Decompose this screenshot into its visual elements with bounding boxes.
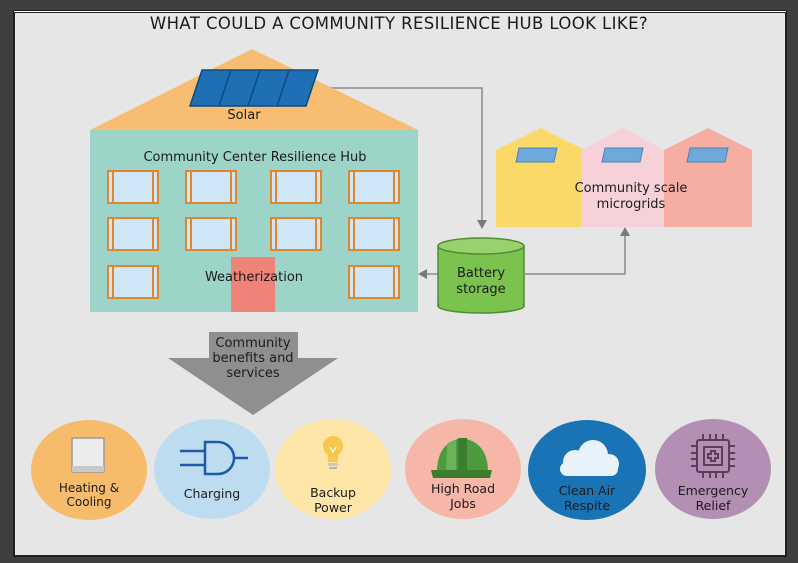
microgrid-label-line1: Community scale bbox=[574, 181, 688, 196]
hub-name-label: Community Center Resilience Hub bbox=[143, 150, 367, 165]
microgrid-label: Community scale microgrids bbox=[566, 181, 696, 213]
microgrid-houses bbox=[496, 128, 752, 227]
emergency-label-line1: Emergency bbox=[677, 483, 749, 498]
hard-hat-icon bbox=[431, 438, 492, 478]
battery-storage-icon bbox=[437, 237, 525, 314]
arrowhead-to-microgrid bbox=[620, 227, 630, 236]
clean-air-label-line2: Respite bbox=[563, 498, 611, 513]
benefits-label-line1: Community bbox=[215, 336, 291, 351]
weatherization-label: Weatherization bbox=[204, 270, 304, 285]
microgrid-label-line2: microgrids bbox=[596, 197, 666, 212]
lightbulb-icon bbox=[323, 436, 343, 469]
clean-air-label-line1: Clean Air bbox=[558, 483, 616, 498]
battery-label: Battery storage bbox=[440, 266, 522, 298]
heating-label-line2: Cooling bbox=[66, 495, 112, 509]
benefit-heating-label: Heating & Cooling bbox=[44, 481, 134, 509]
community-benefits-label: Community benefits and services bbox=[203, 336, 303, 381]
jobs-label-line1: High Road bbox=[430, 481, 496, 496]
plug-icon bbox=[180, 440, 248, 476]
battery-label-line1: Battery bbox=[456, 266, 506, 281]
benefits-label-line3: services bbox=[226, 366, 280, 381]
benefit-emergency-label: Emergency Relief bbox=[668, 483, 758, 513]
arrowhead-to-building bbox=[418, 269, 427, 279]
medical-chip-icon bbox=[691, 434, 735, 478]
battery-label-line2: storage bbox=[456, 282, 506, 297]
solar-panel-icon bbox=[188, 69, 320, 107]
backup-label-line2: Power bbox=[314, 500, 352, 515]
heating-label-line1: Heating & bbox=[58, 481, 120, 495]
solar-label: Solar bbox=[227, 108, 261, 123]
benefit-clean-air-label: Clean Air Respite bbox=[542, 483, 632, 513]
jobs-label-line2: Jobs bbox=[450, 496, 476, 511]
cloud-icon bbox=[560, 440, 619, 476]
heater-icon bbox=[71, 437, 105, 473]
benefit-backup-power-label: Backup Power bbox=[288, 485, 378, 515]
battery-to-microgrid-line bbox=[525, 235, 626, 275]
page-title: WHAT COULD A COMMUNITY RESILIENCE HUB LO… bbox=[149, 14, 649, 33]
benefit-jobs-label: High Road Jobs bbox=[418, 481, 508, 511]
solar-to-battery-line bbox=[318, 87, 483, 220]
charging-label-line1: Charging bbox=[183, 486, 241, 501]
backup-label-line1: Backup bbox=[310, 485, 356, 500]
benefit-circle-charging bbox=[154, 419, 270, 519]
benefit-charging-label: Charging bbox=[167, 487, 257, 501]
emergency-label-line2: Relief bbox=[695, 498, 731, 513]
community-benefits-arrow bbox=[168, 332, 338, 415]
house-salmon bbox=[664, 128, 752, 227]
building-door bbox=[231, 257, 275, 312]
house-pink bbox=[582, 128, 664, 227]
arrowhead-to-battery bbox=[477, 220, 487, 229]
window-grid bbox=[107, 170, 400, 299]
benefits-label-line2: benefits and bbox=[212, 351, 294, 366]
